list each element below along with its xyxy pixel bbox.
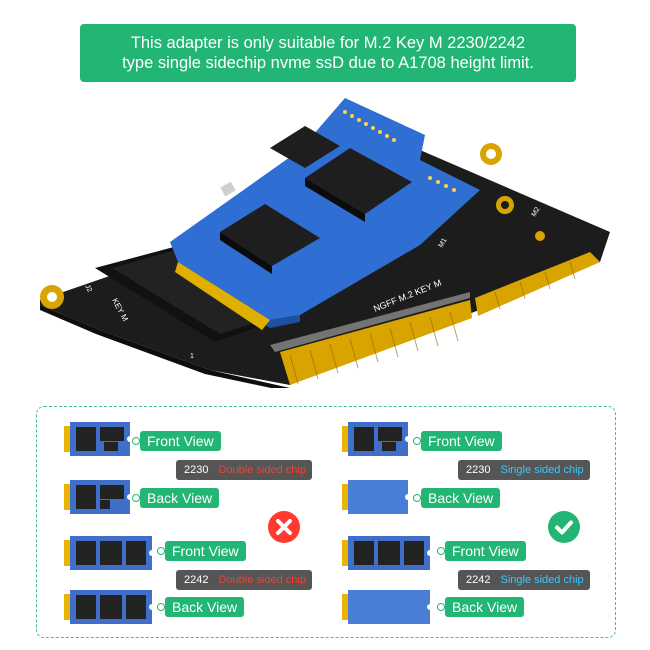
- tag-2242-right: 2242 Single sided chip: [458, 570, 590, 590]
- ssd-2230-back-right: [342, 480, 408, 514]
- ssd-2242-back-right: [342, 590, 430, 624]
- compatibility-panel: [36, 406, 616, 638]
- pin1-label: 1: [190, 353, 194, 360]
- tag-2230-right: 2230 Single sided chip: [458, 460, 590, 480]
- back-view-label-2230-right: Back View: [412, 488, 501, 508]
- back-view-label-2230-left: Back View: [131, 488, 220, 508]
- ssd-2242-back-left: [64, 590, 152, 624]
- m1-label: M1: [438, 237, 449, 249]
- ssd-2230-front-right: [342, 422, 408, 456]
- tag-2230-left: 2230 Double sided chip: [176, 460, 312, 480]
- front-view-label-2242-right: Front View: [437, 541, 526, 561]
- adapter-illustration: NGFF M.2 KEY M KEY M M1 M2 1 J2: [40, 98, 610, 388]
- ssd-2242-front-left: [64, 536, 152, 570]
- controller-chip: [270, 126, 340, 168]
- nvme-ssd: [170, 98, 480, 320]
- ssd-2230-front-left: [64, 422, 130, 456]
- tag-type: Single sided chip: [500, 464, 584, 476]
- front-view-label-2230-left: Front View: [132, 431, 221, 451]
- front-view-label-2230-right: Front View: [413, 431, 502, 451]
- tag-size: 2230: [184, 464, 209, 476]
- banner-line-1: This adapter is only suitable for M.2 Ke…: [130, 34, 526, 52]
- ssd-2242-front-right: [342, 536, 430, 570]
- back-view-label-2242-right: Back View: [436, 597, 525, 617]
- back-view-label-2242-left: Back View: [156, 597, 245, 617]
- cross-icon: [268, 511, 300, 543]
- ssd-2230-back-left: [64, 480, 130, 514]
- tag-2242-left: 2242 Double sided chip: [176, 570, 312, 590]
- tag-type: Single sided chip: [500, 574, 584, 586]
- j2-label: J2: [83, 284, 93, 294]
- tag-type: Double sided chip: [218, 464, 306, 476]
- tag-type: Double sided chip: [218, 574, 306, 586]
- m2-label: M2: [531, 206, 542, 218]
- tag-size: 2230: [466, 464, 491, 476]
- nand-chip-1: [220, 204, 320, 266]
- check-icon: [548, 511, 580, 543]
- banner-line-2: type single sidechip nvme ssD due to A17…: [122, 54, 534, 72]
- tag-size: 2242: [466, 574, 491, 586]
- info-banner: This adapter is only suitable for M.2 Ke…: [80, 24, 576, 82]
- nand-chip-2: [305, 148, 412, 214]
- front-view-label-2242-left: Front View: [157, 541, 246, 561]
- tag-size: 2242: [184, 574, 209, 586]
- gold-edge-connector: [280, 300, 472, 385]
